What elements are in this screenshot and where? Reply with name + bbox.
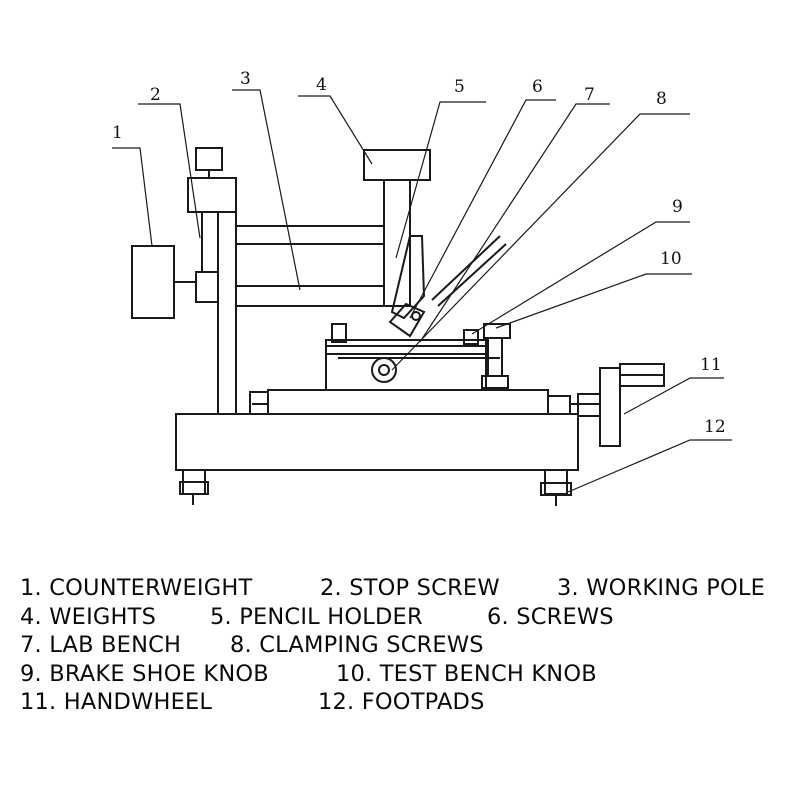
legend-item-working-pole: 3. WORKING POLE	[557, 575, 766, 601]
apparatus-diagram: 1 2 3 4 5 6 7 8 9 10 11 12	[112, 69, 732, 506]
foot-left-pad	[179, 481, 209, 495]
clamping-screw-right	[463, 329, 479, 345]
callout-5: 5	[454, 77, 465, 97]
leader-11	[623, 377, 724, 415]
legend-item-brake-shoe-knob: 9. BRAKE SHOE KNOB	[20, 660, 269, 687]
leader-1	[112, 147, 153, 247]
counterweight-link	[195, 271, 219, 303]
parts-legend: 1. COUNTERWEIGHT 2. STOP SCREW 3. WORKIN…	[20, 574, 795, 717]
weights	[363, 149, 431, 181]
callout-2: 2	[150, 85, 161, 105]
leader-4	[298, 95, 373, 165]
legend-item-clamping-screws: 8. CLAMPING SCREWS	[230, 632, 484, 659]
legend-item-footpads: 12. FOOTPADS	[318, 689, 485, 716]
leader-2	[138, 103, 201, 239]
leader-10	[495, 273, 692, 329]
leader-3	[232, 89, 301, 291]
callout-6: 6	[532, 77, 543, 97]
callout-1: 1	[112, 123, 123, 143]
legend-item-lab-bench: 7. LAB BENCH	[20, 632, 182, 659]
legend-item-test-bench-knob: 10. TEST BENCH KNOB	[336, 660, 597, 687]
pencil-holder-post	[383, 179, 411, 307]
legend-item-pencil-holder: 5. PENCIL HOLDER	[210, 603, 423, 630]
brake-shoe-knob	[483, 323, 511, 339]
test-bench-knob-right	[547, 395, 571, 415]
callout-4: 4	[316, 75, 327, 95]
legend-row: 1. COUNTERWEIGHT 2. STOP SCREW 3. WORKIN…	[20, 574, 795, 603]
callout-11: 11	[700, 355, 722, 375]
legend-item-stop-screw: 2. STOP SCREW	[320, 575, 500, 601]
base-bench	[175, 413, 579, 471]
column	[217, 211, 237, 415]
legend-row: 11. HANDWHEEL 12. FOOTPADS	[20, 688, 795, 717]
clamp-top	[325, 339, 487, 355]
legend-row: 7. LAB BENCH 8. CLAMPING SCREWS	[20, 631, 795, 660]
legend-row: 9. BRAKE SHOE KNOB 10. TEST BENCH KNOB	[20, 660, 795, 689]
leader-7	[419, 103, 610, 343]
callout-7: 7	[584, 85, 595, 105]
leader-6	[409, 99, 556, 319]
callout-3: 3	[240, 69, 251, 89]
legend-item-weights: 4. WEIGHTS	[20, 603, 157, 630]
stop-screw-rod	[201, 211, 219, 273]
clamping-screw-left	[331, 323, 347, 343]
legend-item-counterweight: 1. COUNTERWEIGHT	[20, 575, 253, 601]
clamp-base	[325, 345, 487, 391]
pencil-tip	[388, 302, 426, 338]
test-bench-knob-left	[249, 391, 269, 415]
upper-bench	[267, 389, 549, 415]
legend-item-handwheel: 11. HANDWHEEL	[20, 689, 213, 716]
legend-row: 4. WEIGHTS 5. PENCIL HOLDER 6. SCREWS	[20, 603, 795, 632]
counterweight	[131, 245, 175, 319]
callout-9: 9	[672, 197, 683, 217]
handwheel-disc	[599, 367, 621, 447]
callout-12: 12	[704, 417, 726, 437]
callout-10: 10	[660, 249, 682, 269]
stop-screw-knob	[195, 147, 223, 171]
leader-9	[471, 221, 690, 335]
leader-12	[567, 439, 732, 493]
leader-5	[395, 101, 486, 259]
legend-item-screws: 6. SCREWS	[487, 603, 614, 630]
callout-8: 8	[656, 89, 667, 109]
leader-8	[391, 113, 690, 371]
